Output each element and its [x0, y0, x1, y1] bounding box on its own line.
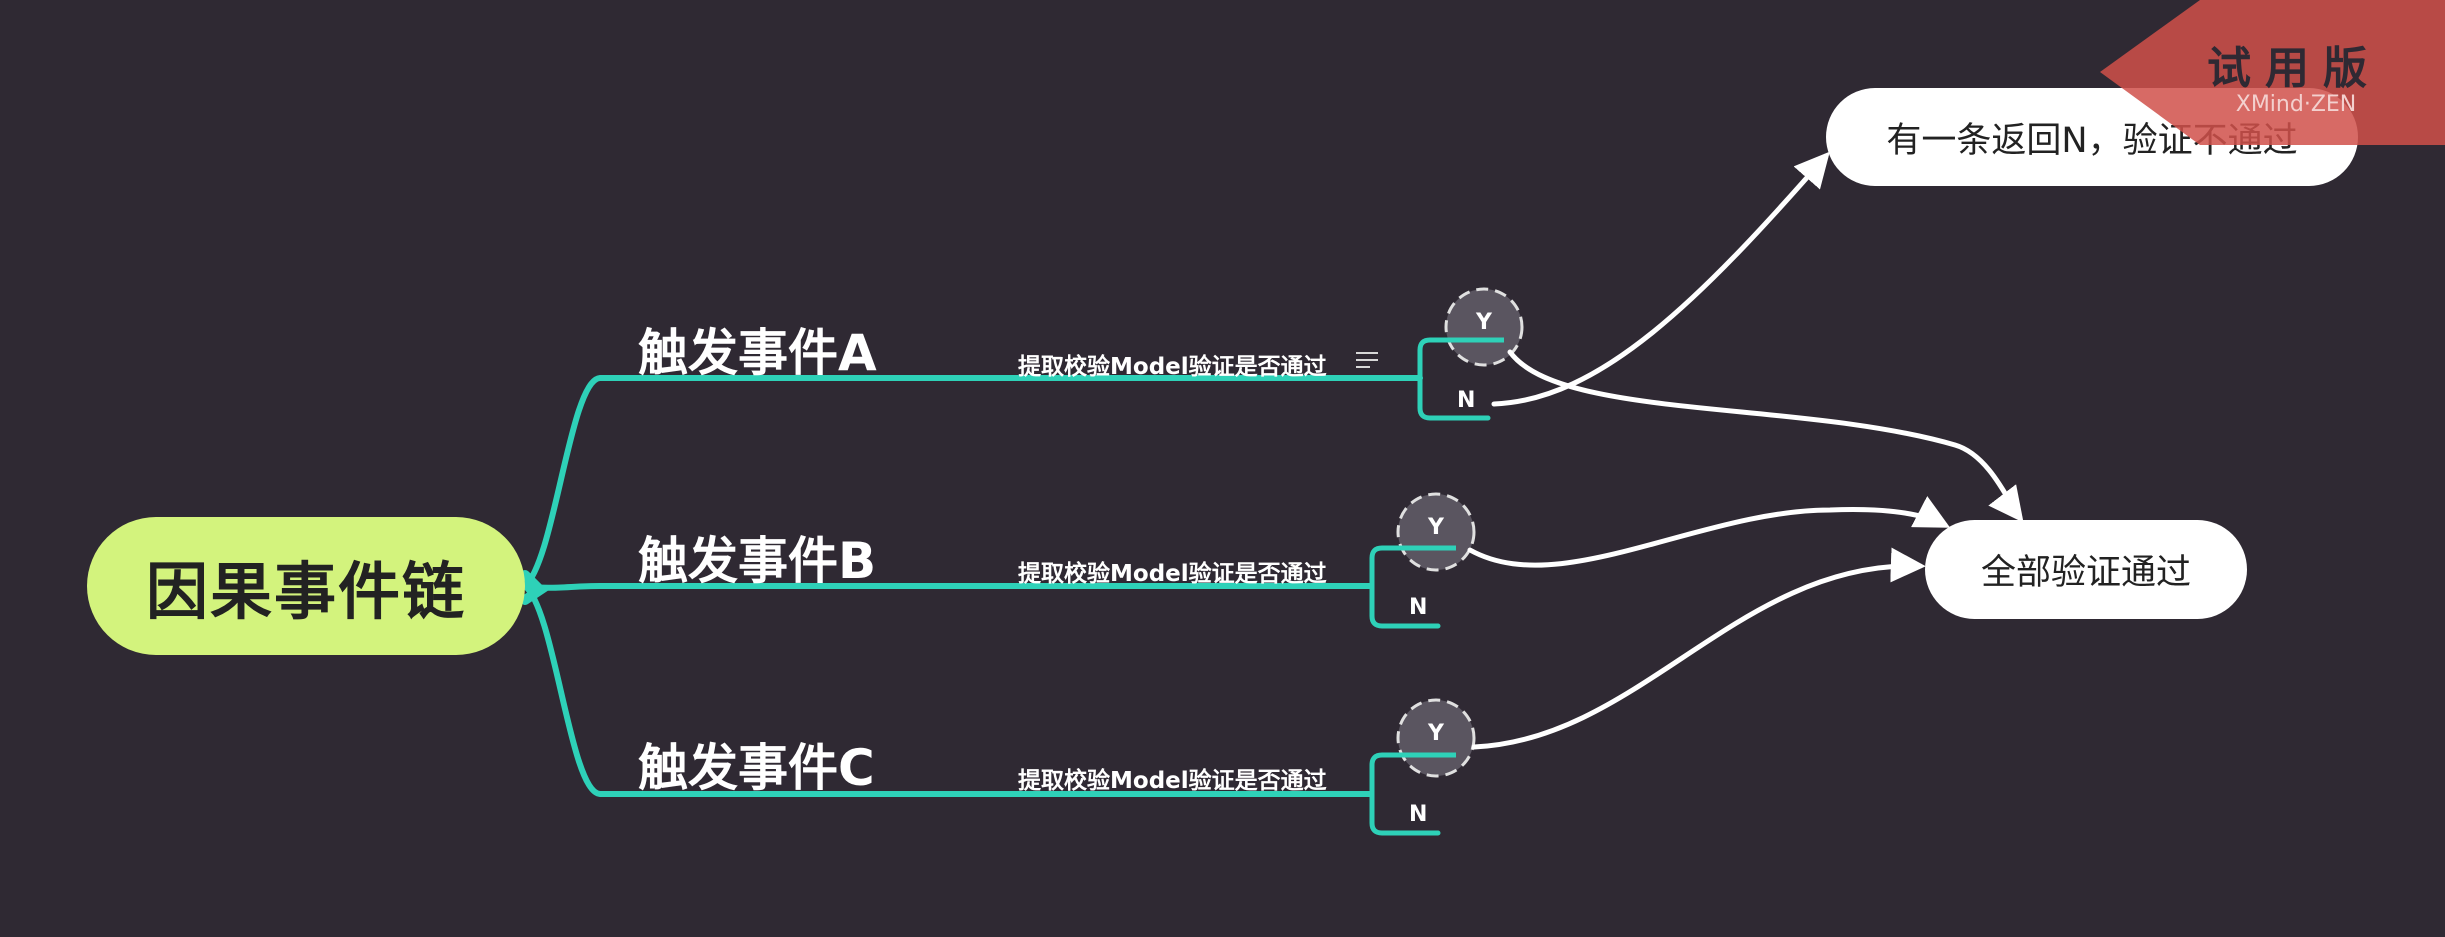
arrow-a-yes-to-pass: [1507, 349, 2024, 523]
arrow-c-yes-to-pass: [1471, 547, 1926, 750]
relationship-arrows: [1467, 151, 2024, 750]
check-label-b[interactable]: 提取校验Model验证是否通过: [1018, 561, 1327, 587]
notes-icon[interactable]: [1356, 352, 1378, 370]
yes-label-c[interactable]: Y: [1428, 721, 1444, 746]
trial-watermark-subtitle: XMind·ZEN: [2235, 92, 2357, 117]
trunk-to-branch-c: [522, 583, 1373, 797]
yes-label-a[interactable]: Y: [1476, 310, 1492, 335]
arrow-a-no-to-fail: [1491, 151, 1830, 407]
bracket-b: [1369, 545, 1441, 629]
branch-label-b[interactable]: 触发事件B: [638, 532, 877, 590]
arrow-b-yes-to-pass: [1467, 496, 1951, 568]
check-label-a[interactable]: 提取校验Model验证是否通过: [1018, 354, 1327, 380]
no-label-a[interactable]: N: [1457, 388, 1476, 413]
branch-label-c[interactable]: 触发事件C: [638, 739, 875, 797]
check-label-c[interactable]: 提取校验Model验证是否通过: [1018, 768, 1327, 794]
result-pass-topic[interactable]: 全部验证通过: [1925, 520, 2247, 619]
yes-label-b[interactable]: Y: [1428, 515, 1444, 540]
bracket-a: [1417, 337, 1491, 421]
branch-label-a[interactable]: 触发事件A: [638, 324, 877, 382]
trunk-lines: [520, 375, 1423, 797]
yes-bubbles: [1396, 287, 1524, 778]
trial-watermark-title: 试用版: [2207, 43, 2381, 94]
yes-bubble-a: [1444, 287, 1524, 367]
trunk-to-branch-a: [522, 375, 1423, 589]
bracket-c: [1369, 752, 1441, 836]
trunk-thick-join: [520, 570, 548, 605]
root-topic[interactable]: 因果事件链: [87, 517, 525, 655]
no-label-b[interactable]: N: [1409, 595, 1428, 620]
no-label-c[interactable]: N: [1409, 802, 1428, 827]
yn-brackets: [1369, 337, 1491, 836]
yes-bubble-b: [1396, 492, 1476, 572]
